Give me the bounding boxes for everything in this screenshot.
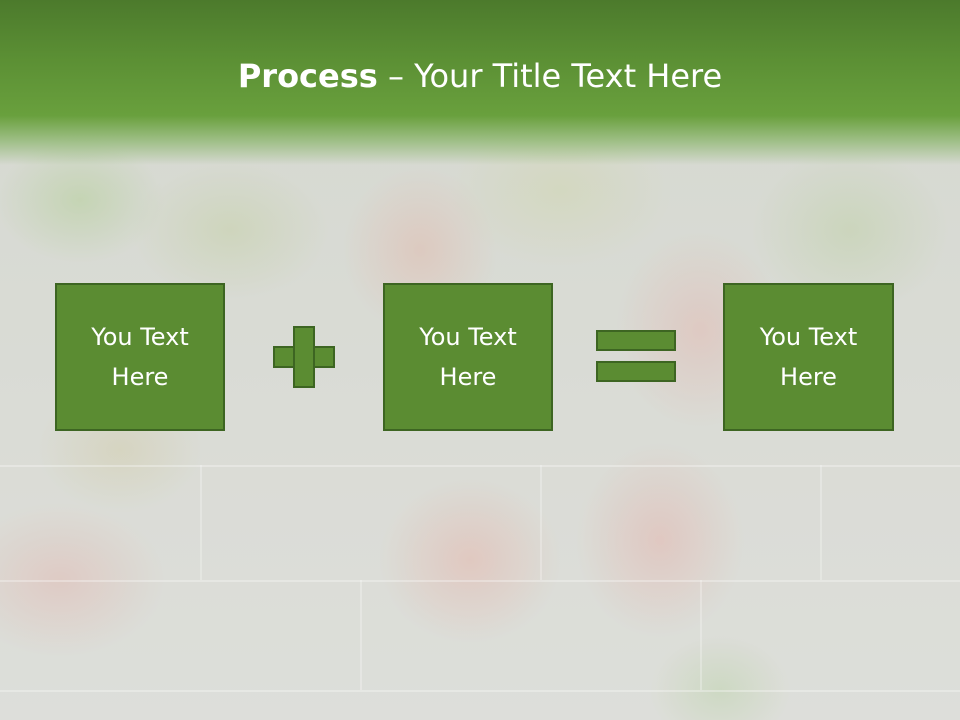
equals-icon: [596, 330, 676, 384]
title-rest: – Your Title Text Here: [377, 57, 723, 95]
title-bold: Process: [237, 57, 378, 95]
process-box-2[interactable]: You Text Here: [383, 283, 553, 431]
slide-title: Process – Your Title Text Here: [0, 54, 960, 98]
process-box-3-label: You Text Here: [759, 323, 858, 391]
process-box-1[interactable]: You Text Here: [55, 283, 225, 431]
process-box-3[interactable]: You Text Here: [723, 283, 894, 431]
process-box-1-label: You Text Here: [91, 323, 189, 391]
process-box-2-label: You Text Here: [419, 323, 517, 391]
plus-icon: [273, 326, 335, 388]
title-bar: [0, 0, 960, 165]
